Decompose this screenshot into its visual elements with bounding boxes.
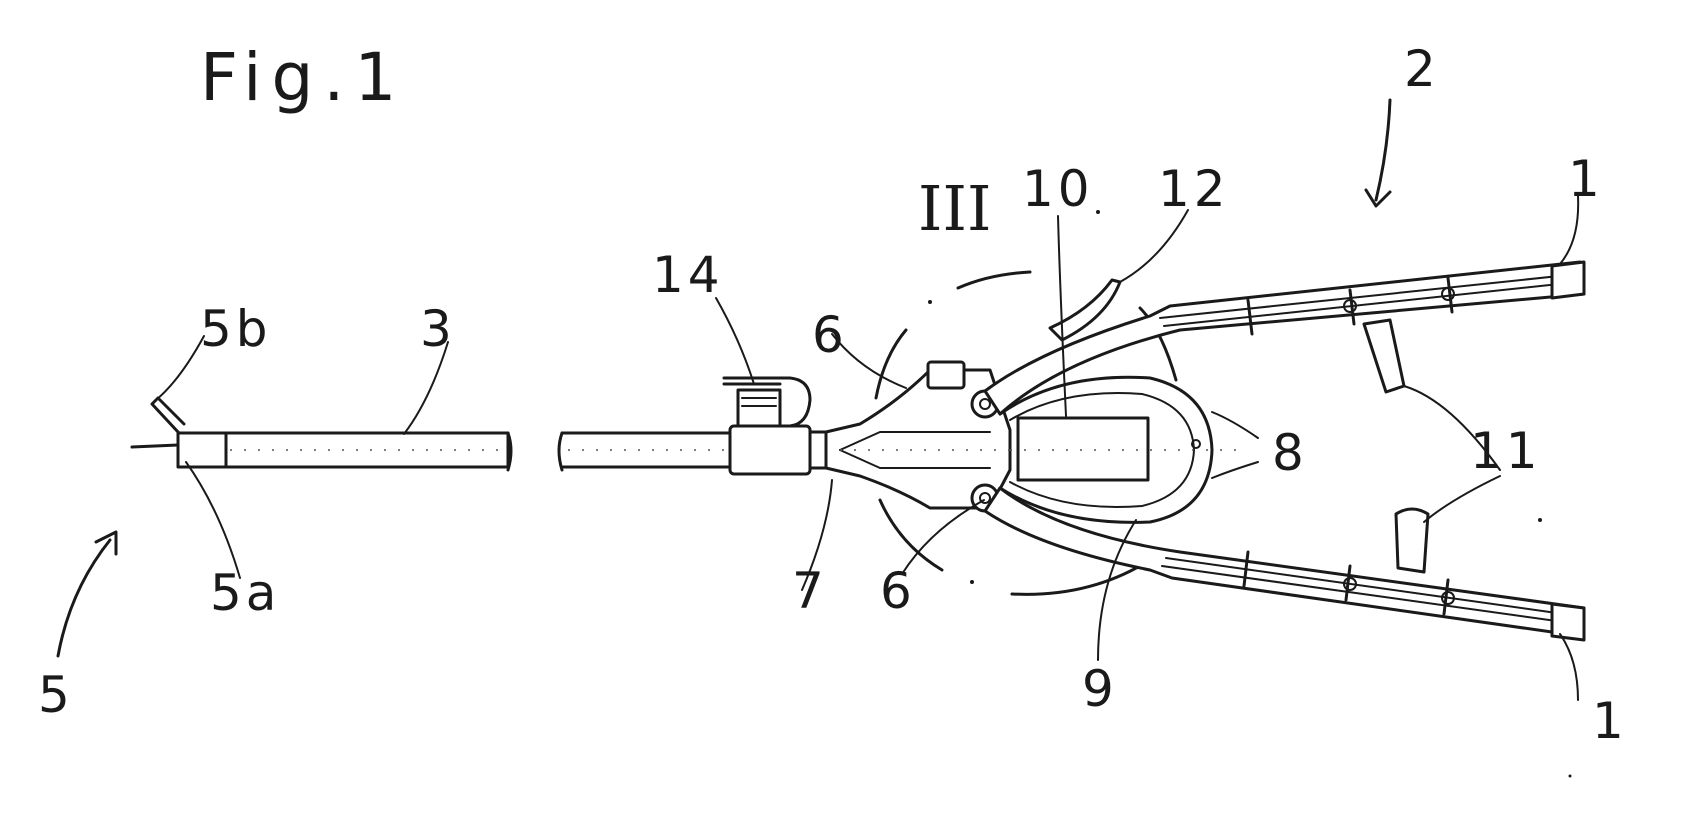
label-9: 9: [1082, 660, 1114, 718]
section-marker: III: [918, 172, 991, 245]
label-1-bottom: 1: [1592, 692, 1624, 750]
lower-handle-arm: [985, 488, 1584, 640]
label-7: 7: [792, 562, 824, 620]
upper-handle-arm: [985, 262, 1584, 414]
label-11: 11: [1470, 422, 1542, 480]
label-5: 5: [38, 666, 70, 724]
motion-arc-left-top: [876, 330, 906, 398]
label-5a: 5a: [210, 564, 280, 622]
label-3: 3: [420, 300, 452, 358]
label-14: 14: [652, 246, 724, 304]
label-2: 2: [1404, 40, 1436, 98]
label-12: 12: [1158, 160, 1230, 218]
shaft-right: [559, 433, 730, 470]
component-box-10: [1018, 418, 1148, 480]
label-8: 8: [1272, 424, 1304, 482]
figure-title: Fig.1: [200, 39, 406, 116]
label-5b: 5b: [200, 300, 272, 358]
coupling-valve: [724, 378, 826, 474]
label-10: 10: [1022, 160, 1094, 218]
section-cut-line: [958, 272, 1030, 288]
label-6-bottom: 6: [880, 562, 912, 620]
shaft-left: [178, 433, 511, 470]
label-6-top: 6: [812, 306, 844, 364]
label-1-top: 1: [1568, 150, 1600, 208]
